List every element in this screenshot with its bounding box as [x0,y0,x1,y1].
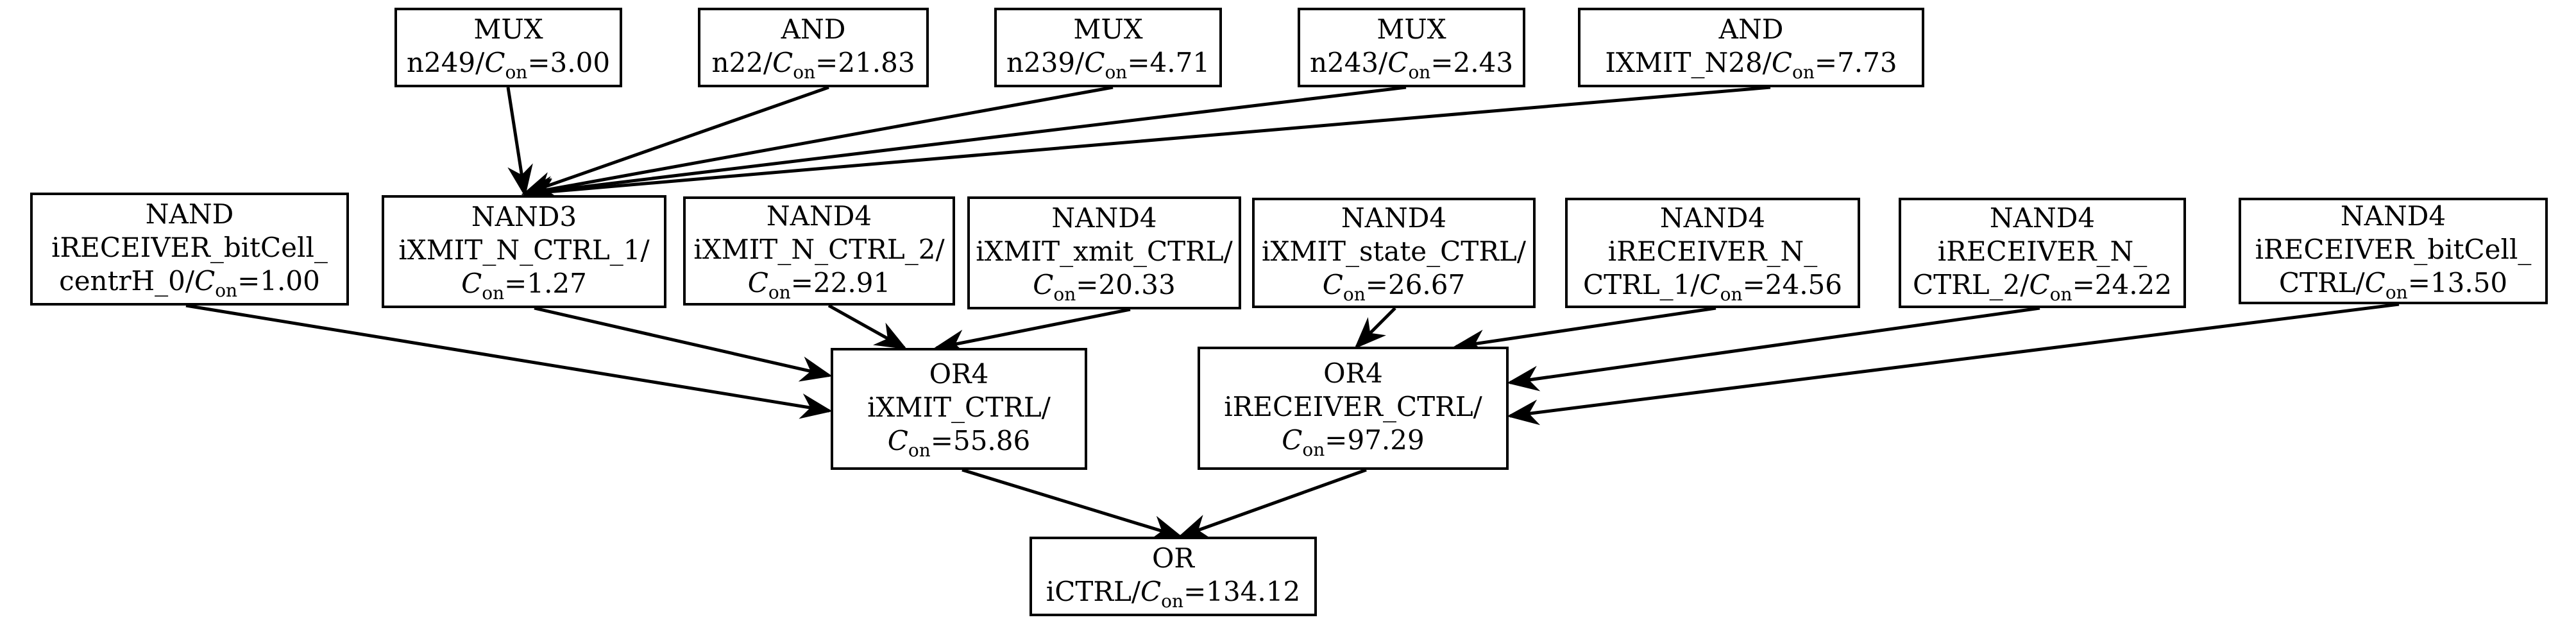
edge-nand4d-to-or4b [1453,306,1716,356]
node-metric: Con=97.29 [1282,424,1425,460]
node-metric: Con=26.67 [1322,268,1466,305]
node-metric: n243/Con=2.43 [1309,46,1514,83]
node-metric: IXMIT_N28/Con=7.73 [1605,46,1897,83]
node-nand4-ixmit-n-ctrl-2: NAND4 iXMIT_N_CTRL_2/ Con=22.91 [683,196,955,306]
node-metric: CTRL/Con=13.50 [2278,266,2508,303]
node-metric: n22/Con=21.83 [711,46,915,83]
node-name: iRECEIVER_CTRL/ [1224,390,1482,422]
node-type: MUX [473,13,543,45]
node-metric: CTRL_2/Con=24.22 [1912,268,2172,305]
node-nand4-ixmit-xmit-ctrl: NAND4 iXMIT_xmit_CTRL/ Con=20.33 [967,196,1241,309]
edge-mux2-to-nand3 [521,85,1114,202]
edge-or4a-to-or [962,468,1183,540]
node-nand4-ireceiver-n-ctrl-1: NAND4 iRECEIVER_N_ CTRL_1/Con=24.56 [1565,198,1860,308]
node-or-ictrl: OR iCTRL/Con=134.12 [1030,537,1317,616]
node-metric: Con=1.27 [461,267,587,304]
node-metric: CTRL_1/Con=24.56 [1582,268,1842,305]
node-metric: iCTRL/Con=134.12 [1046,575,1301,612]
node-or4-ixmit-ctrl: OR4 iXMIT_CTRL/ Con=55.86 [831,348,1087,470]
node-mux-n239: MUX n239/Con=4.71 [994,8,1222,87]
node-name: iXMIT_N_CTRL_2/ [693,233,945,265]
node-name: iXMIT_xmit_CTRL/ [976,235,1233,267]
edge-and2-to-nand3 [521,85,1771,205]
node-type: NAND4 [1989,202,2096,234]
edge-nand4e-to-or4b [1507,306,2040,392]
node-name: iXMIT_N_CTRL_1/ [398,234,650,266]
edge-nand-h-to-or4b [1507,302,2400,426]
node-type: OR [1151,542,1195,574]
node-type: MUX [1073,13,1143,45]
node-type: NAND4 [1051,202,1157,234]
node-type: NAND [145,198,234,230]
node-nand4-ireceiver-n-ctrl-2: NAND4 iRECEIVER_N_ CTRL_2/Con=24.22 [1899,198,2186,308]
node-nand3-ixmit-n-ctrl-1: NAND3 iXMIT_N_CTRL_1/ Con=1.27 [382,195,666,308]
node-type: MUX [1377,13,1446,45]
node-metric: Con=22.91 [747,266,891,303]
node-name: iRECEIVER_bitCell_ [51,231,328,263]
node-and-n22: AND n22/Con=21.83 [698,8,929,87]
node-type: AND [781,13,846,45]
node-metric: n239/Con=4.71 [1006,46,1210,83]
edge-nand-a-to-or4a [185,304,833,419]
node-type: NAND4 [1659,202,1766,234]
edge-and1-to-nand3 [521,85,829,197]
node-type: NAND4 [1341,202,1447,234]
node-type: NAND4 [766,200,872,232]
node-nand4-ixmit-state-ctrl: NAND4 iXMIT_state_CTRL/ Con=26.67 [1252,198,1536,308]
edge-mux3-to-nand3 [521,85,1407,203]
node-name: iXMIT_state_CTRL/ [1262,235,1526,267]
node-type: OR4 [1323,357,1383,389]
node-metric: Con=20.33 [1033,268,1176,305]
node-name: iXMIT_CTRL/ [867,391,1051,423]
edge-nand4c-to-or4b [1354,307,1396,349]
node-name: iRECEIVER_bitCell_ [2255,233,2532,265]
edge-nand4a-to-or4a [827,304,908,350]
edge-nand4b-to-or4a [933,307,1131,355]
node-type: OR4 [929,358,989,390]
node-mux-n243: MUX n243/Con=2.43 [1298,8,1525,87]
node-name: iRECEIVER_N_ [1607,235,1818,267]
node-type: NAND3 [471,200,577,232]
node-name: iRECEIVER_N_ [1937,235,2148,267]
edge-nand3-to-or4a [534,306,833,382]
edge-or4b-to-or [1177,468,1367,539]
node-and-ixmit-n28: AND IXMIT_N28/Con=7.73 [1578,8,1924,87]
node-nand4-ireceiver-bitcell-ctrl: NAND4 iRECEIVER_bitCell_ CTRL/Con=13.50 [2239,198,2548,304]
node-metric: centrH_0/Con=1.00 [59,264,320,301]
edge-mux1-to-nand3 [506,87,533,197]
node-metric: n249/Con=3.00 [406,46,611,83]
node-metric: Con=55.86 [887,424,1031,461]
node-mux-n249: MUX n249/Con=3.00 [394,8,622,87]
node-or4-ireceiver-ctrl: OR4 iRECEIVER_CTRL/ Con=97.29 [1198,347,1509,470]
node-type: NAND4 [2340,200,2446,232]
node-type: AND [1718,13,1784,45]
node-nand-ireceiver-bitcell-centrh: NAND iRECEIVER_bitCell_ centrH_0/Con=1.0… [30,193,349,306]
